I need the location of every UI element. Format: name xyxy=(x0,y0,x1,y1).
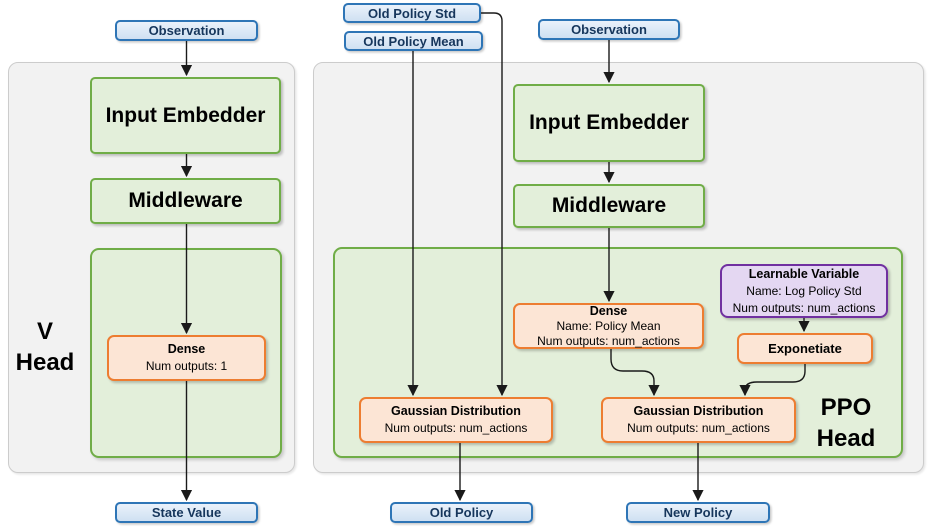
ppo-dense-title: Dense xyxy=(589,303,628,318)
new-policy-node: New Policy xyxy=(626,502,770,523)
ppo-input-embedder-label: Input Embedder xyxy=(529,111,689,134)
gaussian-distribution-right-node: Gaussian Distribution Num outputs: num_a… xyxy=(601,397,796,443)
exponetiate-label: Exponetiate xyxy=(768,341,842,356)
learnable-variable-node: Learnable Variable Name: Log Policy Std … xyxy=(720,264,888,318)
v-middleware-node: Middleware xyxy=(90,178,281,224)
ppo-middleware-node: Middleware xyxy=(513,184,705,228)
old-policy-label: Old Policy xyxy=(429,505,494,520)
v-dense-outputs: Num outputs: 1 xyxy=(145,359,228,373)
old-policy-std-node: Old Policy Std xyxy=(343,3,481,23)
v-dense-title: Dense xyxy=(167,342,206,356)
gaussian-left-outputs: Num outputs: num_actions xyxy=(384,421,528,435)
learnable-variable-name: Name: Log Policy Std xyxy=(746,283,862,298)
learnable-variable-title: Learnable Variable xyxy=(748,266,860,281)
ppo-dense-node: Dense Name: Policy Mean Num outputs: num… xyxy=(513,303,704,349)
v-middleware-label: Middleware xyxy=(128,189,243,212)
exponetiate-node: Exponetiate xyxy=(737,333,873,364)
learnable-variable-outputs: Num outputs: num_actions xyxy=(732,300,876,315)
v-dense-node: Dense Num outputs: 1 xyxy=(107,335,266,381)
v-input-embedder-node: Input Embedder xyxy=(90,77,281,154)
old-policy-mean-label: Old Policy Mean xyxy=(363,33,464,49)
new-policy-label: New Policy xyxy=(663,505,733,520)
ppo-observation-label: Observation xyxy=(571,22,647,37)
old-policy-node: Old Policy xyxy=(390,502,533,523)
ppo-observation-node: Observation xyxy=(538,19,680,40)
v-observation-node: Observation xyxy=(115,20,258,41)
state-value-label: State Value xyxy=(151,505,222,520)
v-observation-label: Observation xyxy=(148,23,225,38)
gaussian-distribution-left-node: Gaussian Distribution Num outputs: num_a… xyxy=(359,397,553,443)
state-value-node: State Value xyxy=(115,502,258,523)
ppo-dense-outputs: Num outputs: num_actions xyxy=(537,333,680,348)
v-head-label: V Head xyxy=(15,318,75,376)
gaussian-left-title: Gaussian Distribution xyxy=(391,404,521,418)
v-input-embedder-label: Input Embedder xyxy=(105,103,266,127)
old-policy-std-label: Old Policy Std xyxy=(367,5,457,21)
ppo-dense-name: Name: Policy Mean xyxy=(556,318,661,333)
gaussian-right-outputs: Num outputs: num_actions xyxy=(627,421,770,435)
old-policy-mean-node: Old Policy Mean xyxy=(344,31,483,51)
ppo-input-embedder-node: Input Embedder xyxy=(513,84,705,162)
gaussian-right-title: Gaussian Distribution xyxy=(633,404,764,418)
ppo-head-label: PPO Head xyxy=(816,394,876,452)
ppo-middleware-label: Middleware xyxy=(551,194,667,217)
